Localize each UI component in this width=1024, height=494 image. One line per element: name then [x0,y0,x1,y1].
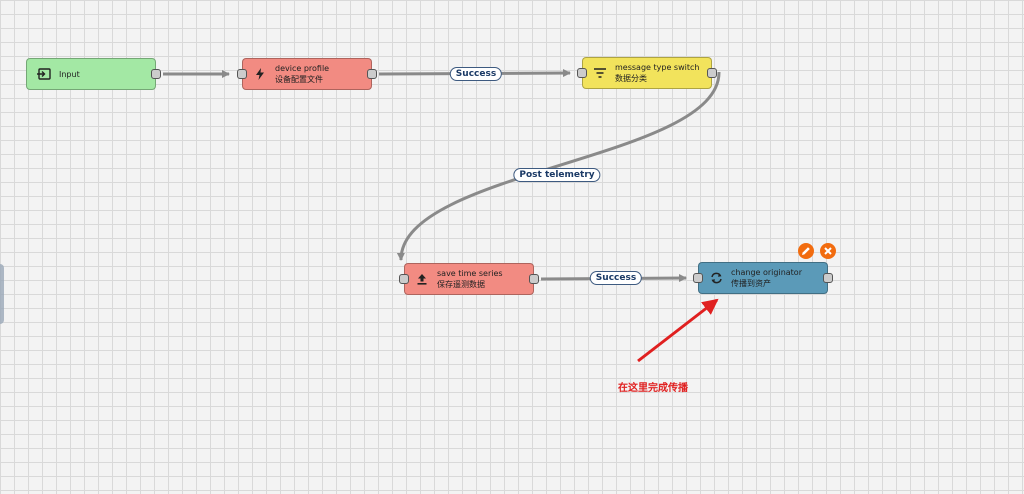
swap-icon [709,271,723,285]
filter-icon [593,66,607,80]
node-save-time-series[interactable]: save time series 保存遥测数据 [399,263,539,295]
edit-node-button[interactable] [798,243,814,259]
node-input[interactable]: Input [26,58,161,90]
node-input-name: Input [59,69,80,79]
node-device-profile-desc: 设备配置文件 [275,75,323,84]
node-message-type-switch-in-port[interactable] [577,68,587,78]
node-device-profile[interactable]: device profile 设备配置文件 [237,58,377,90]
close-icon [824,247,832,255]
wire-msgtype-save[interactable] [396,71,721,261]
node-save-time-series-name: save time series [437,269,503,278]
node-message-type-switch-out-port[interactable] [707,68,717,78]
node-change-originator-out-port[interactable] [823,273,833,283]
node-message-type-switch[interactable]: message type switch 数据分类 [577,57,717,89]
node-message-type-switch-name: message type switch [615,63,700,72]
delete-node-button[interactable] [820,243,836,259]
node-change-originator-name: change originator [731,268,802,277]
bolt-icon [253,67,267,81]
link-label-save-change[interactable]: Success [589,271,643,285]
node-save-time-series-out-port[interactable] [529,274,539,284]
node-change-originator-desc: 传播到资产 [731,279,771,288]
node-device-profile-out-port[interactable] [367,69,377,79]
input-icon [37,67,51,81]
node-change-originator[interactable]: change originator 传播到资产 [693,262,833,294]
node-save-time-series-in-port[interactable] [399,274,409,284]
node-device-profile-name: device profile [275,64,330,73]
side-panel-handle[interactable] [0,264,4,324]
node-message-type-switch-desc: 数据分类 [615,74,647,83]
node-input-out-port[interactable] [151,69,161,79]
annotation-text: 在这里完成传播 [618,383,688,394]
annotation-arrow [637,298,719,363]
link-label-device-msgtype[interactable]: Success [449,67,503,81]
node-save-time-series-desc: 保存遥测数据 [437,280,485,289]
link-label-msgtype-save[interactable]: Post telemetry [513,168,601,182]
node-change-originator-in-port[interactable] [693,273,703,283]
node-device-profile-in-port[interactable] [237,69,247,79]
pencil-icon [801,246,811,256]
upload-icon [415,272,429,286]
